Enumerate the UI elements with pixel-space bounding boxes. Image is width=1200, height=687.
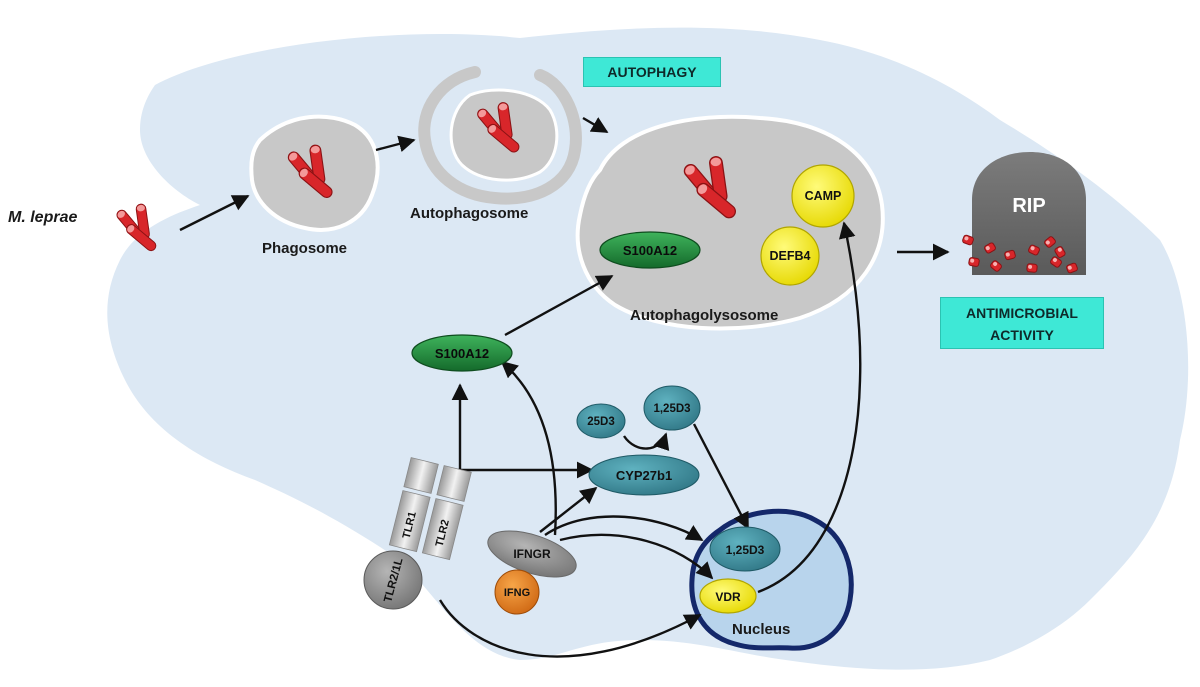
cyp27b1-node (588, 454, 700, 496)
ifngr-label: IFNGR (513, 547, 551, 561)
arrow-25d3-to-125d3 (623, 432, 670, 452)
nucleus-label: Nucleus (732, 621, 790, 638)
125d3-nucleus-node (709, 526, 781, 572)
camp-label: CAMP (805, 189, 842, 203)
125d3-cyto-node (643, 385, 701, 431)
rip-label: RIP (1012, 195, 1045, 217)
cyp27b1-label: CYP27b1 (616, 468, 672, 483)
s100a12-lysosome-node (599, 231, 701, 269)
antimicrobial-line2: ACTIVITY (990, 327, 1054, 343)
camp-node (791, 164, 855, 228)
125d3-nucleus-label: 1,25D3 (726, 543, 765, 557)
25d3-node (576, 403, 626, 439)
vdr-node (699, 578, 757, 614)
arrow-mleprae-to-phagosome (179, 194, 250, 232)
ifng-label: IFNG (504, 587, 530, 599)
autophagolysosome-label: Autophagolysosome (630, 307, 778, 324)
125d3-cyto-label: 1,25D3 (653, 403, 690, 415)
rip-tombstone (972, 152, 1086, 275)
ifng-node (494, 569, 540, 615)
autophagy-badge: AUTOPHAGY (583, 57, 721, 87)
tlr2-receptor: TLR2 (421, 465, 472, 561)
phagosome-label: Phagosome (262, 240, 347, 257)
mleprae-label: M. leprae (8, 209, 77, 226)
arrow-125d3-to-nucleus (692, 423, 750, 530)
tlr21l-ligand (363, 550, 423, 610)
arrow-ifngr-to-nucleus (544, 515, 704, 542)
25d3-label: 25D3 (587, 416, 615, 428)
autophagosome-outer-membrane (418, 66, 582, 205)
arrow-cyp-to-s100a12 (500, 360, 557, 536)
antimicrobial-line1: ANTIMICROBIAL (966, 305, 1078, 321)
arrow-s100a12-to-lysosome (504, 274, 614, 337)
arrow-ifngr-to-vdr (559, 533, 714, 580)
arrow-ifngr-to-cyp27b1 (539, 486, 598, 533)
arrow-phagosome-to-autophagosome (375, 135, 416, 152)
arrow-autophagosome-to-lysosome (582, 116, 609, 134)
defb4-node (760, 226, 820, 286)
defb4-label: DEFB4 (770, 249, 811, 263)
tlr1-receptor: TLR1 (388, 457, 439, 553)
s100a12-cyto-label: S100A12 (435, 346, 489, 361)
arrow-vdr-to-camp (757, 221, 862, 594)
vdr-label: VDR (715, 590, 741, 604)
macrophage-cell (107, 27, 1189, 670)
arrow-tlr-to-vdr (438, 599, 702, 658)
antimicrobial-activity-badge: ANTIMICROBIAL ACTIVITY (940, 297, 1104, 349)
autophagosome-label: Autophagosome (410, 205, 528, 222)
s100a12-cyto-node (411, 334, 513, 372)
s100a12-lysosome-label: S100A12 (623, 243, 677, 258)
